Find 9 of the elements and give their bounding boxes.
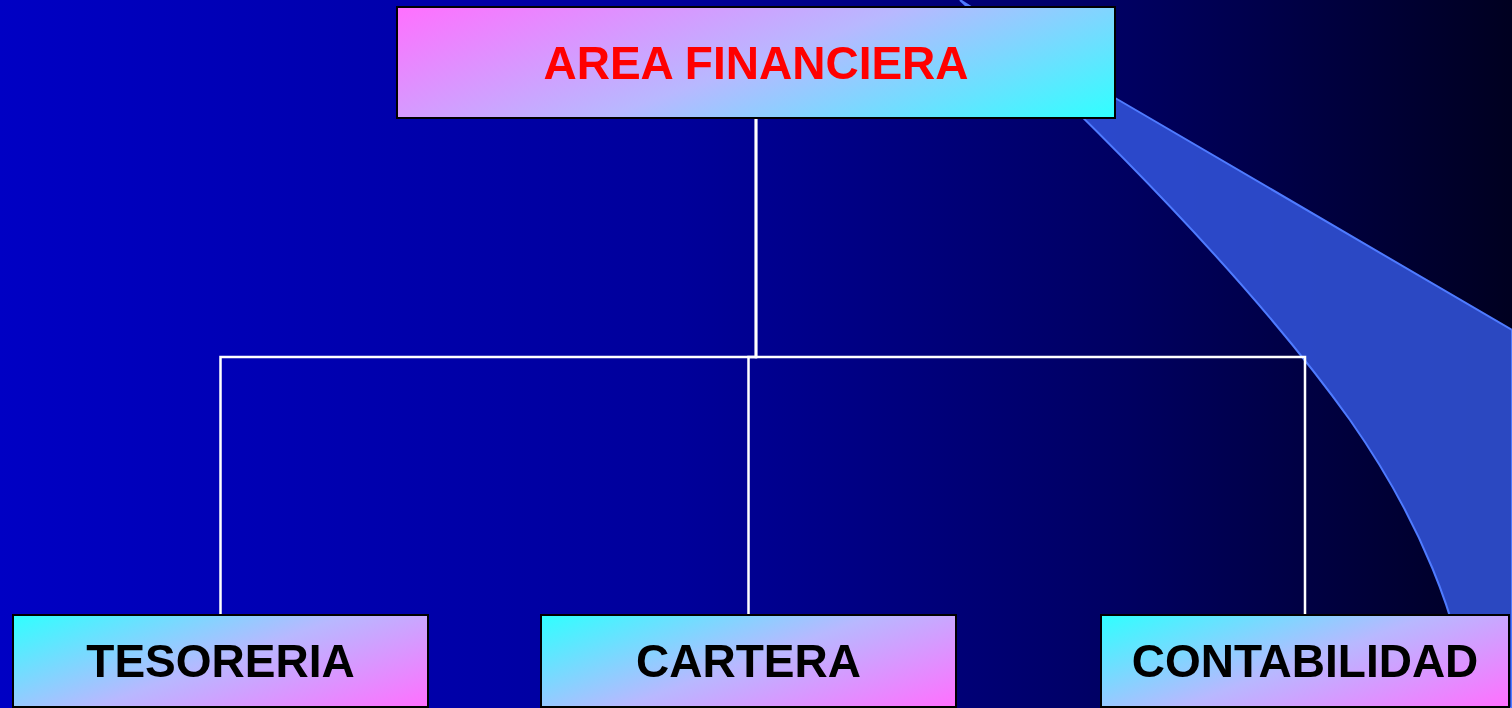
org-box	[1100, 614, 1510, 708]
box-label: CONTABILIDAD	[1131, 634, 1479, 688]
org-box	[12, 614, 429, 708]
org-box	[540, 614, 957, 708]
box-label: TESORERIA	[86, 634, 355, 688]
org-box	[396, 6, 1116, 119]
box-label: AREA FINANCIERA	[543, 35, 969, 90]
box-label: CARTERA	[636, 634, 861, 688]
connector-line	[754, 119, 1307, 614]
